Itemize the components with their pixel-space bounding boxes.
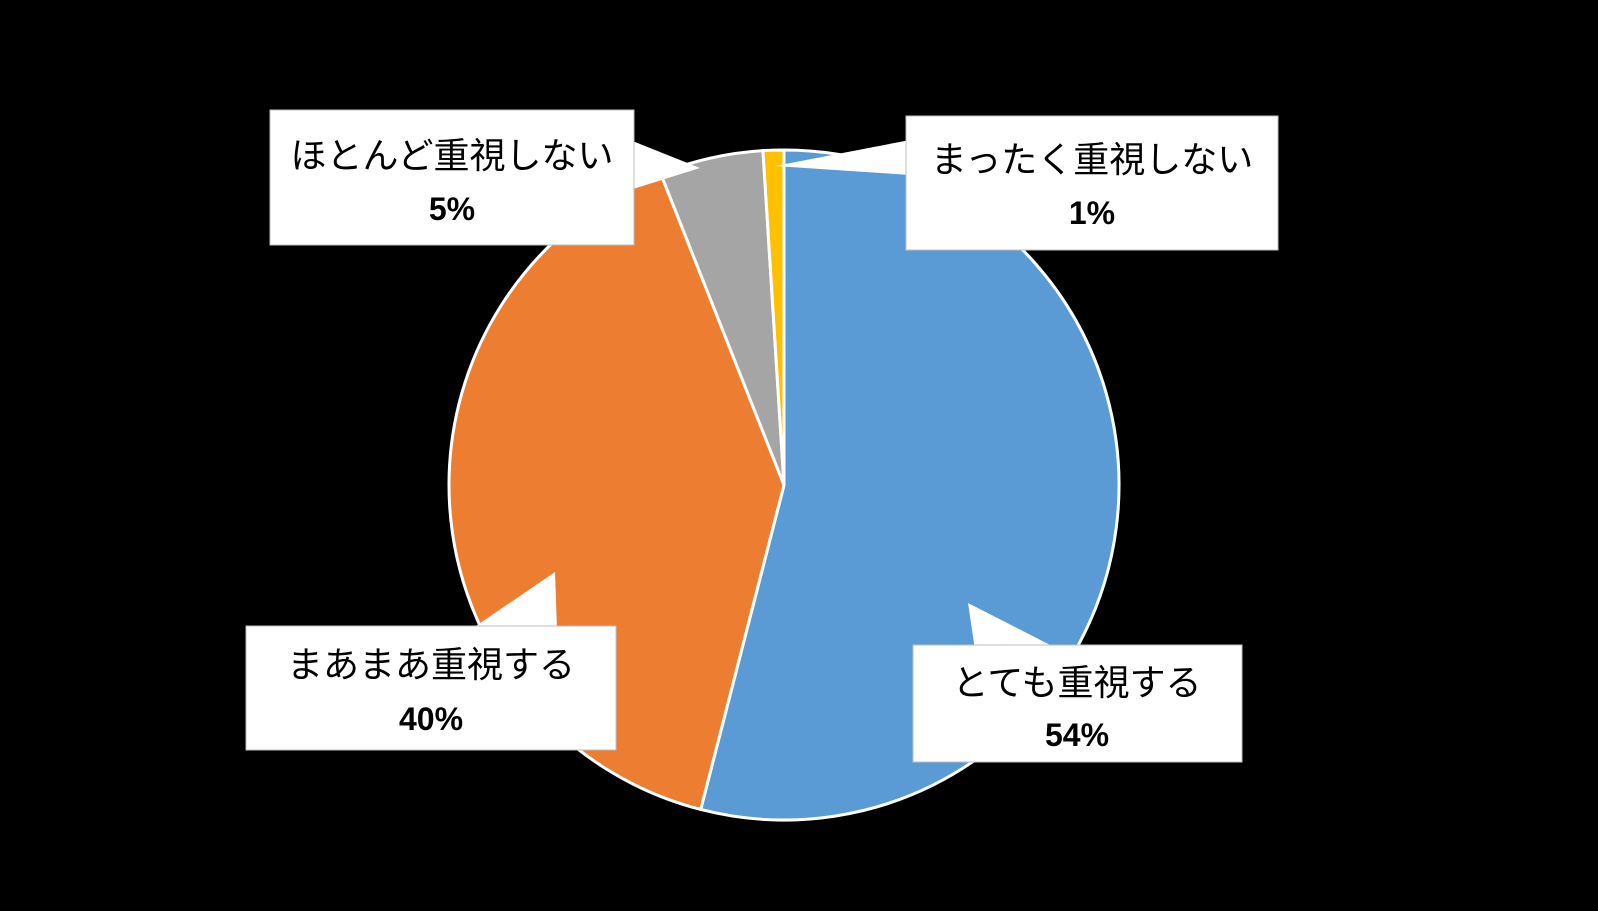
callout-pointer [775,140,910,175]
callout-box [269,109,635,246]
callout-box [245,625,617,751]
slice-label: まあまあ重視する [287,645,575,686]
slice-label: とても重視する [952,663,1201,704]
callout-box [912,644,1243,763]
callout-pointer [470,572,557,630]
pie-slice-3 [761,148,786,486]
slice-label: まったく重視しない [931,140,1254,181]
slice-value-label: 54% [1045,717,1109,753]
callout-hotondo: ほとんど重視しない 5% [269,109,700,246]
callout-pointer [968,603,1060,650]
callout-mattaku: まったく重視しない 1% [775,115,1279,251]
callout-totemo: とても重視する 54% [912,603,1243,763]
callout-box [905,115,1279,251]
slice-value-label: 40% [399,701,463,737]
slice-value-label: 1% [1069,195,1115,231]
callout-maamaa: まあまあ重視する 40% [245,572,617,751]
slice-value-label: 5% [429,191,475,227]
callout-pointer [630,140,700,190]
slice-label: ほとんど重視しない [291,136,614,177]
